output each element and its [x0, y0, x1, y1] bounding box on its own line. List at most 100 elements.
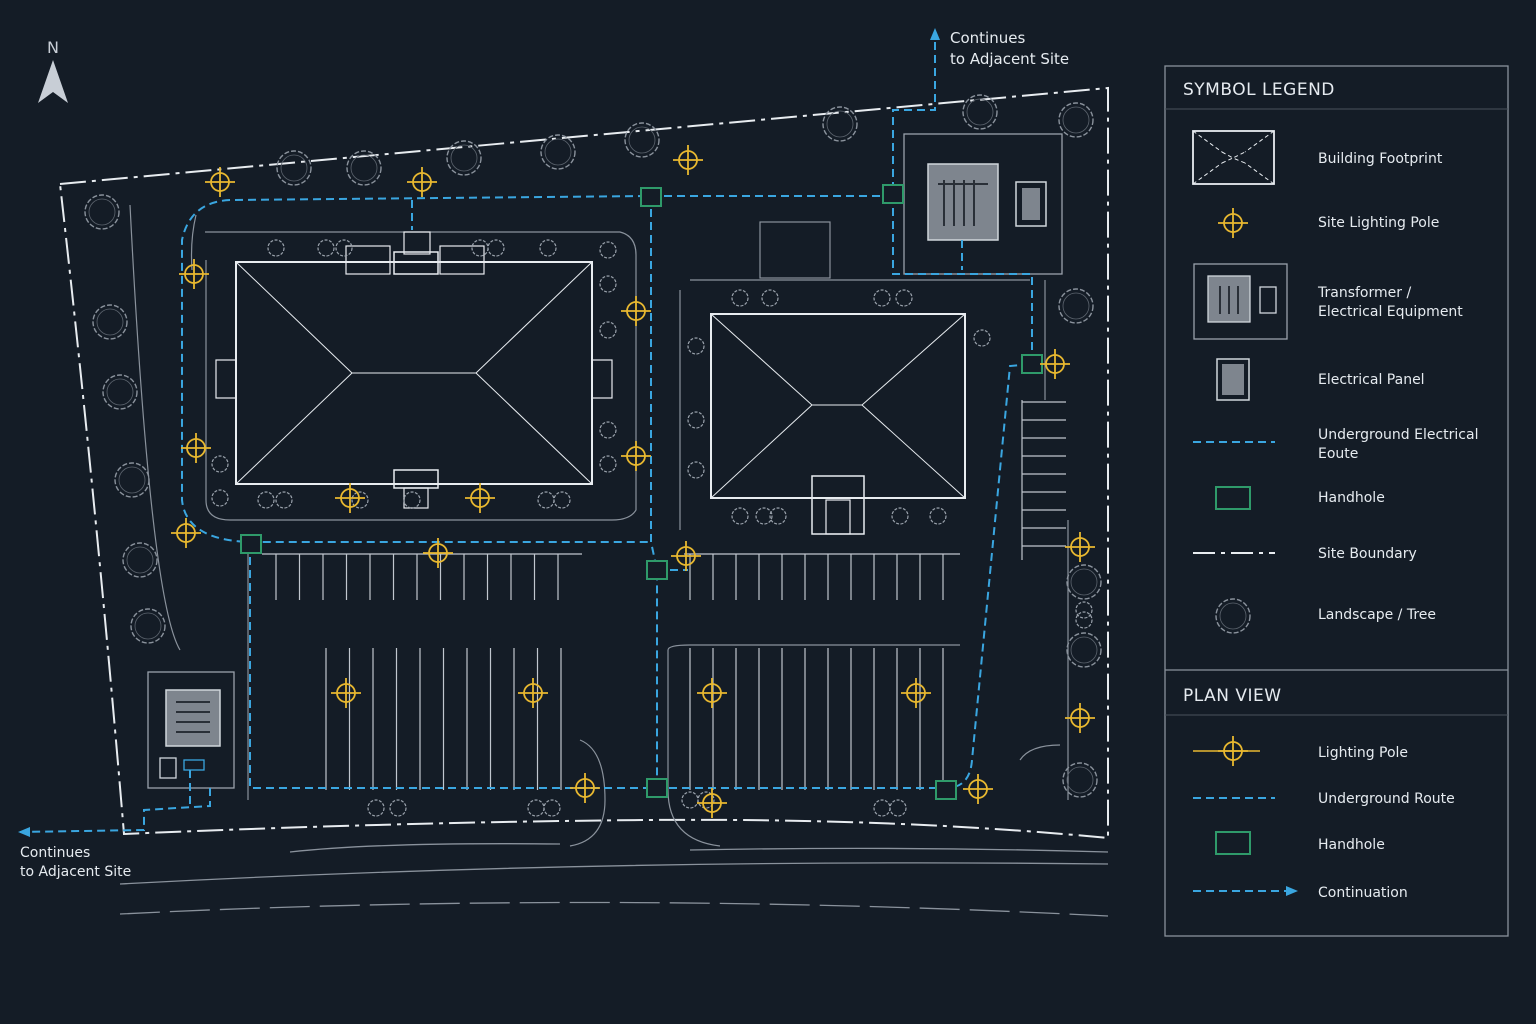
legend-item-label: Building Footprint — [1318, 151, 1443, 167]
shrub-icon — [257, 491, 275, 509]
shrub-icon — [335, 239, 353, 257]
shrub-icon — [389, 799, 407, 817]
tree-icon — [624, 122, 660, 158]
shrub-icon — [599, 241, 617, 259]
lighting-pole-icon — [670, 540, 702, 572]
handhole-icon — [240, 534, 262, 554]
shrub-icon — [543, 799, 561, 817]
shrub-icon — [873, 289, 891, 307]
tree-icon — [1066, 632, 1102, 668]
shrub-icon — [761, 289, 779, 307]
site-boundary — [58, 86, 1109, 840]
shrub-icon — [1075, 611, 1093, 629]
transformer-enclosure-main — [903, 133, 1063, 275]
shrub-icon — [687, 461, 705, 479]
lighting-pole-icon — [696, 677, 728, 709]
shrub-icon — [317, 239, 335, 257]
shrub-icon — [731, 507, 749, 525]
tree-icon — [446, 140, 482, 176]
shrub-icon — [687, 337, 705, 355]
tree-icon — [122, 542, 158, 578]
shrub-icon — [873, 799, 891, 817]
continuation-arrow-up-icon — [930, 28, 940, 40]
legend-item-label: Underground Electrical — [1318, 427, 1478, 443]
tree-icon — [92, 304, 128, 340]
legend-item-label: Transformer / — [1317, 285, 1411, 301]
shrub-icon — [267, 239, 285, 257]
lighting-pole-icon — [204, 166, 236, 198]
legend-transformer-icon — [1193, 263, 1288, 340]
continuation-arrow-left-icon — [18, 827, 30, 837]
lighting-pole-icon — [406, 166, 438, 198]
shrub-icon — [681, 791, 699, 809]
shrub-icon — [599, 421, 617, 439]
shrub-icon — [211, 455, 229, 473]
continuation-top-line2: to Adjacent Site — [950, 50, 1069, 68]
handhole-icon — [646, 560, 668, 580]
handhole-icon — [882, 184, 904, 204]
lighting-pole-icon — [170, 517, 202, 549]
shrub-icon — [895, 289, 913, 307]
legend-item-label: Site Boundary — [1318, 546, 1417, 562]
continuation-left-line1: Continues — [20, 845, 90, 861]
building-b — [710, 221, 966, 535]
handhole-icon — [1021, 354, 1043, 374]
tree-icon — [962, 94, 998, 130]
tree-icon — [1058, 102, 1094, 138]
shrub-icon — [1075, 601, 1093, 619]
lighting-pole-icon — [900, 677, 932, 709]
handhole-icon — [935, 780, 957, 800]
north-arrow-icon: N — [38, 38, 68, 103]
tree-icon — [102, 374, 138, 410]
shrub-icon — [599, 321, 617, 339]
shrub-icon — [731, 289, 749, 307]
transformer-enclosure-secondary — [147, 671, 235, 789]
legend-panel: SYMBOL LEGEND PLAN VIEW — [1164, 65, 1509, 937]
plan-view-item-label: Continuation — [1318, 885, 1408, 901]
shrub-icon — [275, 491, 293, 509]
lighting-pole-icon — [1064, 531, 1096, 563]
shrub-icon — [599, 455, 617, 473]
legend-item-label: Eoute — [1318, 446, 1358, 462]
plan-view-title: PLAN VIEW — [1183, 686, 1282, 706]
legend-item-label: Landscape / Tree — [1318, 607, 1436, 623]
shrub-icon — [599, 275, 617, 293]
shrub-icon — [367, 799, 385, 817]
parking-stalls — [262, 400, 1066, 790]
shrub-icon — [891, 507, 909, 525]
legend-item-label: Site Lighting Pole — [1318, 215, 1439, 231]
lighting-pole-icon — [696, 787, 728, 819]
street — [119, 843, 1109, 917]
legend-building-footprint-icon — [1192, 130, 1275, 185]
shrub-icon — [539, 239, 557, 257]
legend-title: SYMBOL LEGEND — [1183, 80, 1335, 100]
shrub-icon — [211, 489, 229, 507]
lighting-pole-icon — [569, 772, 601, 804]
shrub-icon — [687, 411, 705, 429]
tree-icon — [1058, 288, 1094, 324]
legend-item-label: Handhole — [1318, 490, 1385, 506]
site-curbs — [129, 204, 1069, 847]
lighting-pole-icon — [620, 440, 652, 472]
continuation-top-line1: Continues — [950, 29, 1025, 47]
north-label: N — [47, 38, 59, 57]
tree-icon — [540, 134, 576, 170]
lighting-pole-icon — [1064, 702, 1096, 734]
plan-view-item-label: Lighting Pole — [1318, 745, 1408, 761]
legend-item-label: Electrical Equipment — [1318, 304, 1463, 320]
building-a — [215, 231, 613, 509]
continuation-left-line2: to Adjacent Site — [20, 864, 131, 880]
lighting-poles — [170, 144, 1096, 819]
handhole-icon — [640, 187, 662, 207]
lighting-pole-icon — [464, 482, 496, 514]
lighting-pole-icon — [672, 144, 704, 176]
shrub-icon — [889, 799, 907, 817]
legend-electrical-panel-icon — [1216, 358, 1250, 401]
lighting-pole-icon — [178, 258, 210, 290]
tree-icon — [1066, 564, 1102, 600]
lighting-pole-icon — [620, 295, 652, 327]
shrub-icon — [527, 799, 545, 817]
shrub-icon — [403, 491, 421, 509]
tree-icon — [276, 150, 312, 186]
